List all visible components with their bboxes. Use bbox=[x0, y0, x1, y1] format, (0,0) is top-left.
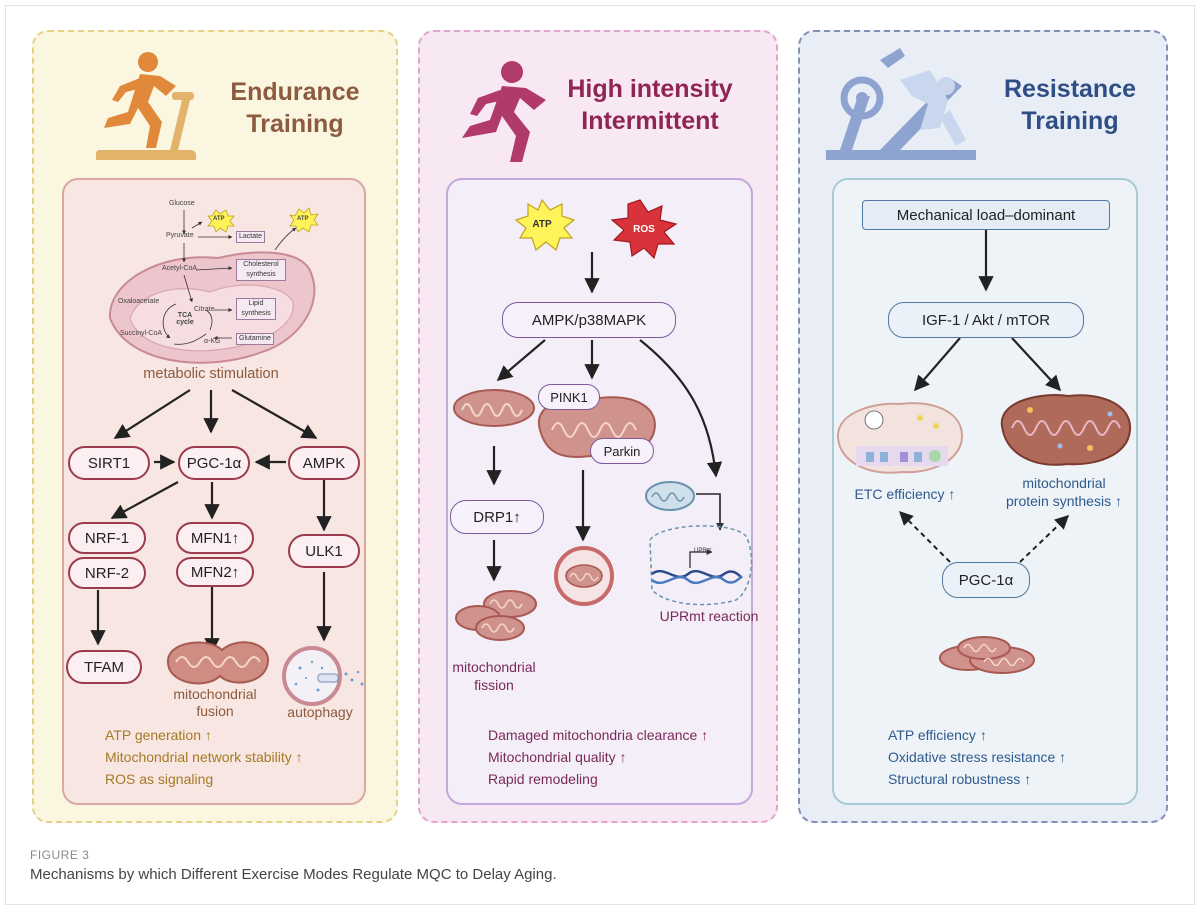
endurance-outcome-3: ROS as signaling bbox=[105, 771, 214, 787]
ampk-node: AMPK bbox=[288, 446, 360, 480]
endurance-outcome-1: ATP generation ↑ bbox=[105, 727, 212, 743]
ros-burst-icon bbox=[610, 199, 678, 260]
atp-label-1: ATP bbox=[213, 216, 225, 222]
mfn1-node: MFN1↑ bbox=[176, 522, 254, 554]
endurance-arrows bbox=[90, 389, 332, 654]
hiit-outcomes: Damaged mitochondria clearance ↑ Mitocho… bbox=[488, 724, 708, 790]
mechanical-load-node: Mechanical load–dominant bbox=[862, 200, 1110, 230]
hiit-arrows bbox=[486, 252, 723, 582]
igf1-akt-mtor-node: IGF-1 / Akt / mTOR bbox=[888, 302, 1084, 338]
endurance-title-line1: Endurance bbox=[230, 78, 360, 106]
alpha-kg-label: α-KG bbox=[204, 338, 221, 345]
etc-efficiency-label: ETC efficiency ↑ bbox=[854, 486, 956, 502]
ulk1-node: ULK1 bbox=[288, 534, 360, 568]
hiit-outcome-1: Damaged mitochondria clearance ↑ bbox=[488, 727, 709, 743]
autophagy-label: autophagy bbox=[287, 704, 353, 720]
sprinter-icon bbox=[462, 61, 546, 162]
mitochondrial-fusion-label: mitochondrial fusion bbox=[173, 686, 257, 719]
acetyl-coa-label: Acetyl-CoA bbox=[162, 265, 198, 272]
lactate-box: Lactate bbox=[236, 231, 265, 243]
endurance-title-line2: Training bbox=[246, 110, 344, 138]
endurance-title: Endurance Training bbox=[215, 76, 375, 140]
etc-mitochondrion-icon bbox=[836, 402, 964, 474]
resistance-outcome-2: Oxidative stress resistance ↑ bbox=[888, 749, 1067, 765]
hiit-title-line2: Intermittent bbox=[581, 107, 719, 135]
pgc1a-node: PGC-1α bbox=[178, 446, 250, 480]
drp1-node: DRP1↑ bbox=[450, 500, 544, 534]
figure-number: FIGURE 3 bbox=[30, 848, 90, 862]
protein-synthesis-label-line1: mitochondrial bbox=[1022, 475, 1106, 491]
resistance-title: Resistance Training bbox=[990, 73, 1150, 137]
mitophagy-icon bbox=[554, 546, 614, 606]
resistance-outcome-3: Structural robustness ↑ bbox=[888, 771, 1032, 787]
ampk-p38mapk-node: AMPK/p38MAPK bbox=[502, 302, 676, 338]
resistance-outcome-1: ATP efficiency ↑ bbox=[888, 727, 987, 743]
figure-caption: Mechanisms by which Different Exercise M… bbox=[30, 866, 557, 883]
uprmt-reaction-label: UPRmt reaction bbox=[659, 608, 759, 624]
hiit-title-line1: High intensity bbox=[567, 75, 733, 103]
resistance-outcomes: ATP efficiency ↑ Oxidative stress resist… bbox=[888, 724, 1066, 790]
lipid-synthesis-box: Lipid synthesis bbox=[236, 298, 276, 320]
pgc1a-resistance-node: PGC-1α bbox=[942, 562, 1030, 598]
nucleus-dna-icon bbox=[649, 525, 753, 606]
figure-frame bbox=[5, 5, 1195, 905]
endurance-outcomes: ATP generation ↑ Mitochondrial network s… bbox=[105, 724, 303, 790]
leg-press-icon bbox=[826, 48, 976, 160]
protein-synthesis-label: mitochondrial protein synthesis ↑ bbox=[994, 474, 1134, 510]
mitochondria-cluster-icon bbox=[939, 636, 1035, 674]
succinyl-coa-label: Succinyl-CoA bbox=[120, 330, 163, 337]
protein-synthesis-mitochondrion-icon bbox=[1000, 394, 1132, 466]
fused-mitochondria-icon bbox=[166, 641, 270, 685]
uprmt-small-label: UPRᵐᵗ bbox=[694, 548, 712, 554]
atp-burst-icon bbox=[514, 198, 576, 252]
autophagosome-icon bbox=[282, 646, 364, 706]
citrate-label: Citrate bbox=[194, 306, 215, 313]
tfam-node: TFAM bbox=[66, 650, 142, 684]
treadmill-runner-icon bbox=[96, 52, 196, 160]
glutamine-box: Glutamine bbox=[236, 333, 274, 345]
pyruvate-label: Pyruvate bbox=[166, 232, 194, 239]
resistance-arrows bbox=[913, 230, 1062, 392]
ros-burst-label: ROS bbox=[633, 224, 655, 235]
pgc1a-dashed-arrows bbox=[899, 511, 1070, 563]
endurance-outcome-2: Mitochondrial network stability ↑ bbox=[105, 749, 303, 765]
atp-burst-label: ATP bbox=[532, 219, 552, 230]
oxaloacetate-label: Oxaloacetate bbox=[118, 298, 160, 305]
resistance-title-line1: Resistance bbox=[1003, 75, 1137, 103]
tca-cycle-label: TCA cycle bbox=[176, 312, 194, 326]
glucose-label: Glucose bbox=[169, 200, 195, 207]
fragmented-mitochondria-icon bbox=[455, 590, 537, 641]
hiit-outcome-3: Rapid remodeling bbox=[488, 771, 598, 787]
pink1-node: PINK1 bbox=[538, 384, 600, 410]
metabolic-stimulation-label: metabolic stimulation bbox=[143, 366, 279, 382]
protein-synthesis-label-line2: protein synthesis ↑ bbox=[1006, 493, 1122, 509]
nrf2-node: NRF-2 bbox=[68, 557, 146, 589]
hiit-outcome-2: Mitochondrial quality ↑ bbox=[488, 749, 627, 765]
hiit-title: High intensity Intermittent bbox=[555, 73, 745, 137]
atp-label-2: ATP bbox=[297, 216, 309, 222]
nrf1-node: NRF-1 bbox=[68, 522, 146, 554]
cholesterol-synthesis-box: Cholesterol synthesis bbox=[236, 259, 286, 281]
parkin-node: Parkin bbox=[590, 438, 654, 464]
mitochondrial-fission-label: mitochondrial fission bbox=[452, 659, 536, 693]
sirt1-node: SIRT1 bbox=[68, 446, 150, 480]
resistance-title-line2: Training bbox=[1021, 107, 1119, 135]
mitochondrion-icon bbox=[453, 389, 535, 427]
mfn2-node: MFN2↑ bbox=[176, 557, 254, 587]
stressed-mitochondrion-icon bbox=[645, 481, 724, 531]
